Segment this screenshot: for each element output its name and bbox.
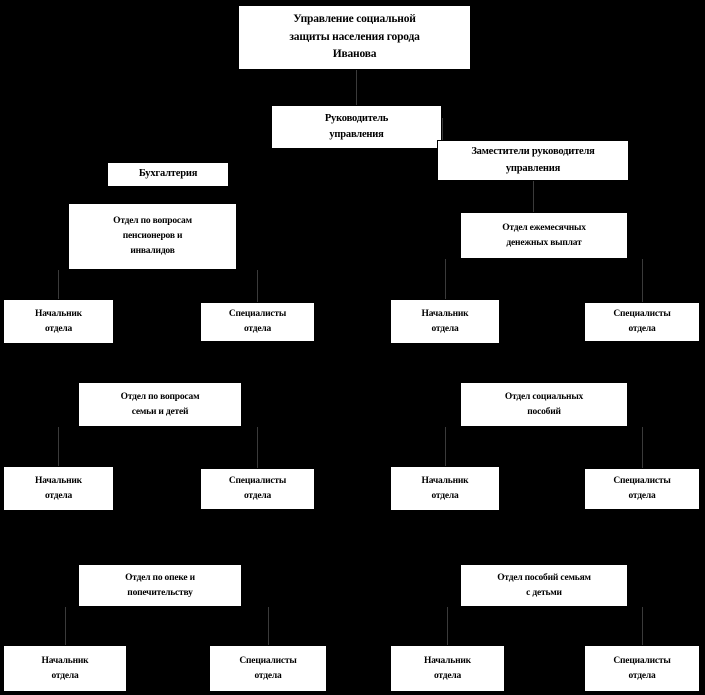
connector-deputies-down (533, 181, 534, 212)
connector-social-to-chief4 (445, 427, 446, 466)
node-label-chief-1: Начальник отдела (35, 308, 82, 334)
node-label-specialists-1: Специалисты отдела (228, 309, 287, 334)
connector-famchild-to-spec3 (257, 427, 258, 468)
node-deputies[interactable]: Заместители руководителя управления (437, 140, 629, 181)
connector-familyben-to-chief6 (447, 607, 448, 645)
node-label-dept-family-children: Отдел по вопросам семьи и детей (120, 391, 200, 417)
node-label-accounting: Бухгалтерия (138, 168, 198, 180)
node-label-dept-monthly-payments: Отдел ежемесячных денежных выплат (502, 222, 586, 248)
node-dept-pensioners[interactable]: Отдел по вопросам пенсионеров и инвалидо… (68, 203, 237, 270)
node-head[interactable]: Руководитель управления (271, 105, 442, 149)
node-specialists-6[interactable]: Специалисты отдела (584, 645, 700, 692)
connector-root-to-head (356, 70, 357, 105)
node-label-specialists-4: Специалисты отдела (613, 476, 671, 501)
connector-head-to-deputies (442, 118, 443, 142)
node-label-root: Управление социальной защиты населения г… (289, 12, 420, 61)
node-chief-4[interactable]: Начальник отдела (390, 466, 500, 511)
node-specialists-5[interactable]: Специалисты отдела (209, 645, 327, 692)
node-chief-1[interactable]: Начальник отдела (3, 299, 114, 344)
connector-pens-to-chief1 (58, 270, 59, 299)
node-specialists-1[interactable]: Специалисты отдела (200, 302, 315, 342)
connector-guard-to-spec5 (268, 607, 269, 645)
node-label-head: Руководитель управления (324, 112, 389, 140)
node-label-dept-pensioners: Отдел по вопросам пенсионеров и инвалидо… (113, 216, 192, 256)
node-label-specialists-6: Специалисты отдела (613, 655, 671, 681)
node-accounting[interactable]: Бухгалтерия (107, 162, 229, 187)
node-root[interactable]: Управление социальной защиты населения г… (238, 5, 471, 70)
node-dept-family-children[interactable]: Отдел по вопросам семьи и детей (78, 382, 242, 427)
node-chief-5[interactable]: Начальник отдела (3, 645, 127, 692)
node-specialists-3[interactable]: Специалисты отдела (200, 468, 315, 510)
node-dept-monthly-payments[interactable]: Отдел ежемесячных денежных выплат (460, 212, 628, 259)
node-dept-family-benefits[interactable]: Отдел пособий семьям с детьми (460, 564, 628, 607)
node-label-specialists-5: Специалисты отдела (239, 655, 297, 681)
node-label-chief-6: Начальник отдела (424, 655, 471, 681)
connector-famchild-to-chief3 (58, 427, 59, 466)
node-chief-3[interactable]: Начальник отдела (3, 466, 114, 511)
node-label-dept-family-benefits: Отдел пособий семьям с детьми (497, 572, 591, 598)
node-label-specialists-3: Специалисты отдела (228, 476, 287, 501)
node-label-dept-social-benefits: Отдел социальных пособий (504, 391, 584, 417)
node-label-specialists-2: Специалисты отдела (613, 309, 671, 334)
node-specialists-2[interactable]: Специалисты отдела (584, 302, 700, 342)
node-label-chief-4: Начальник отдела (421, 475, 469, 501)
node-label-deputies: Заместители руководителя управления (471, 146, 595, 174)
connector-familyben-to-spec6 (642, 607, 643, 645)
node-dept-social-benefits[interactable]: Отдел социальных пособий (460, 382, 628, 427)
node-label-chief-2: Начальник отдела (421, 308, 469, 334)
connector-pens-to-spec1 (257, 270, 258, 302)
node-label-chief-3: Начальник отдела (35, 475, 82, 501)
node-specialists-4[interactable]: Специалисты отдела (584, 468, 700, 510)
connector-guard-to-chief5 (65, 607, 66, 645)
connector-monthly-to-chief2 (445, 259, 446, 299)
connector-monthly-to-spec2 (642, 259, 643, 302)
node-label-dept-guardianship: Отдел по опеке и попечительству (125, 572, 195, 598)
node-label-chief-5: Начальник отдела (41, 655, 89, 681)
node-chief-2[interactable]: Начальник отдела (390, 299, 500, 344)
node-dept-guardianship[interactable]: Отдел по опеке и попечительству (78, 564, 242, 607)
connector-social-to-spec4 (642, 427, 643, 468)
node-chief-6[interactable]: Начальник отдела (390, 645, 505, 692)
